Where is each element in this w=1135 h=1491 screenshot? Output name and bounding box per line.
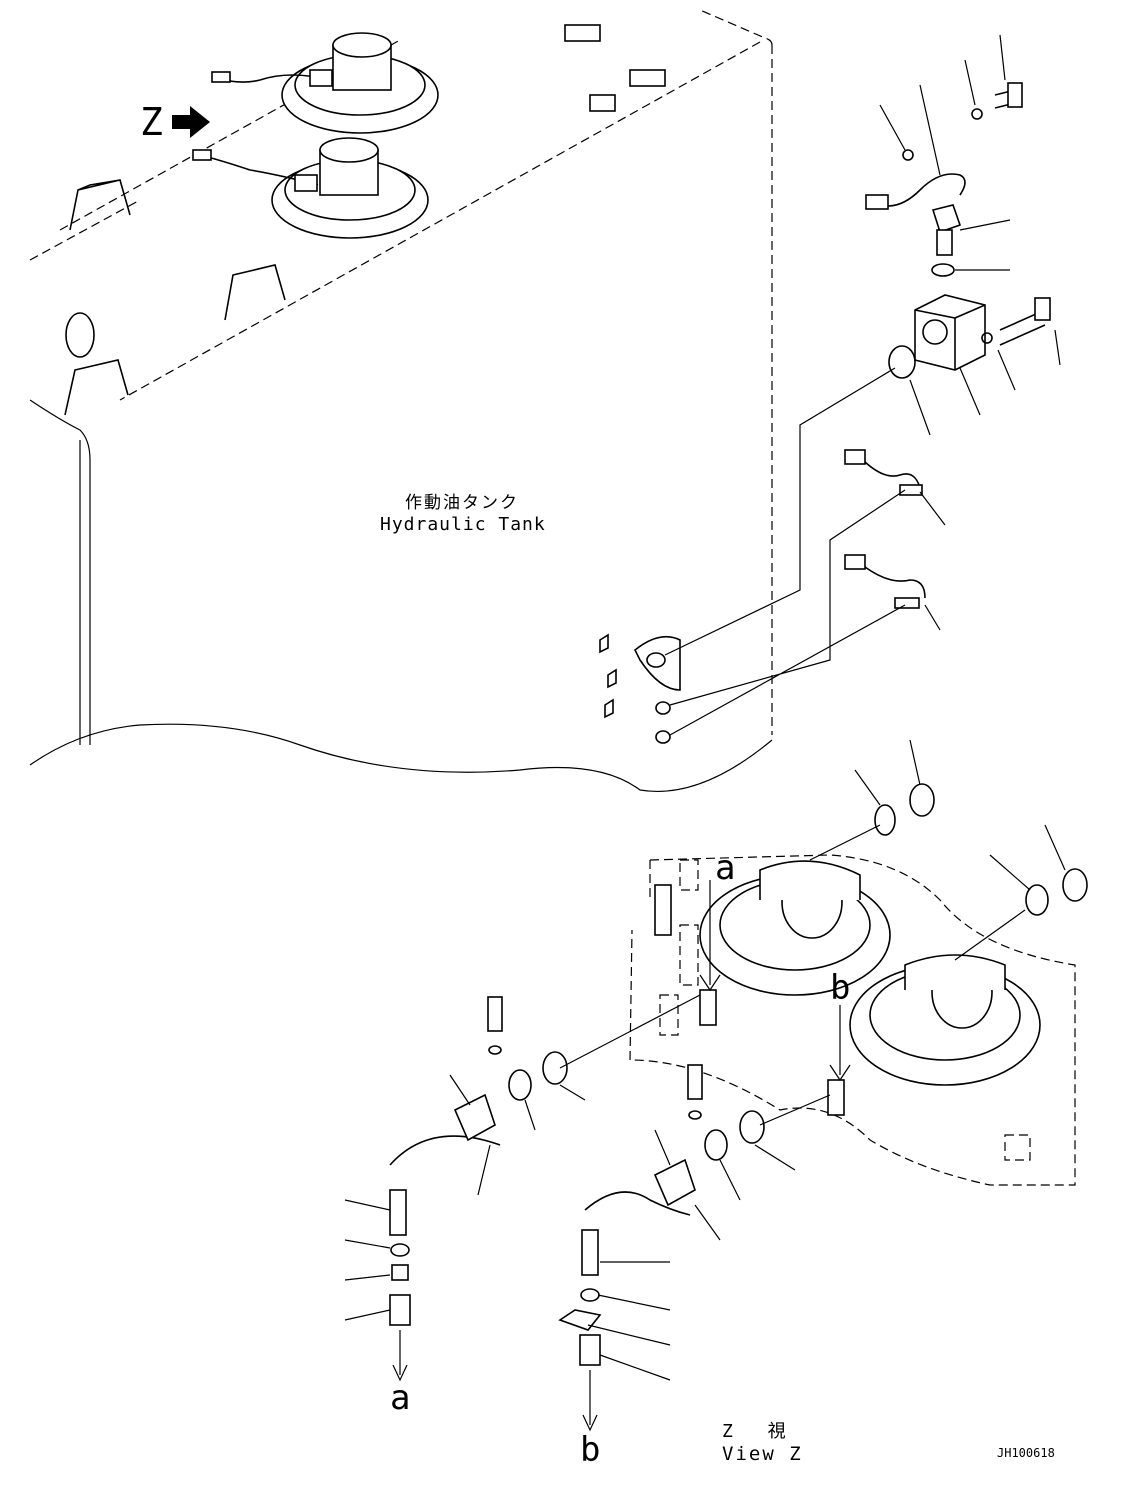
- drawing-code: JH100618: [997, 1446, 1055, 1460]
- solenoid-valve-upper: [211, 32, 439, 134]
- view-caption-jp: Z 視: [722, 1421, 788, 1442]
- ref-a-top: a: [715, 848, 736, 888]
- sensor-block-assembly: [599, 82, 1051, 744]
- solenoid-valve-lower: [192, 137, 429, 239]
- ref-b-bottom: b: [580, 1430, 601, 1470]
- tank-label-en: Hydraulic Tank: [380, 514, 546, 535]
- view-caption-en: View Z: [722, 1443, 803, 1465]
- leader-lines: [664, 34, 1061, 736]
- view-marker-z: Z: [140, 100, 163, 144]
- ref-b-top: b: [830, 968, 851, 1008]
- hydraulic-tank-outline: [29, 9, 773, 793]
- view-z-drawing: [344, 739, 1088, 1432]
- tank-label-jp: 作動油タンク: [405, 493, 519, 513]
- ref-a-bottom: a: [390, 1378, 411, 1418]
- tank-brackets: [64, 24, 666, 416]
- view-direction-arrow-icon: [172, 106, 210, 138]
